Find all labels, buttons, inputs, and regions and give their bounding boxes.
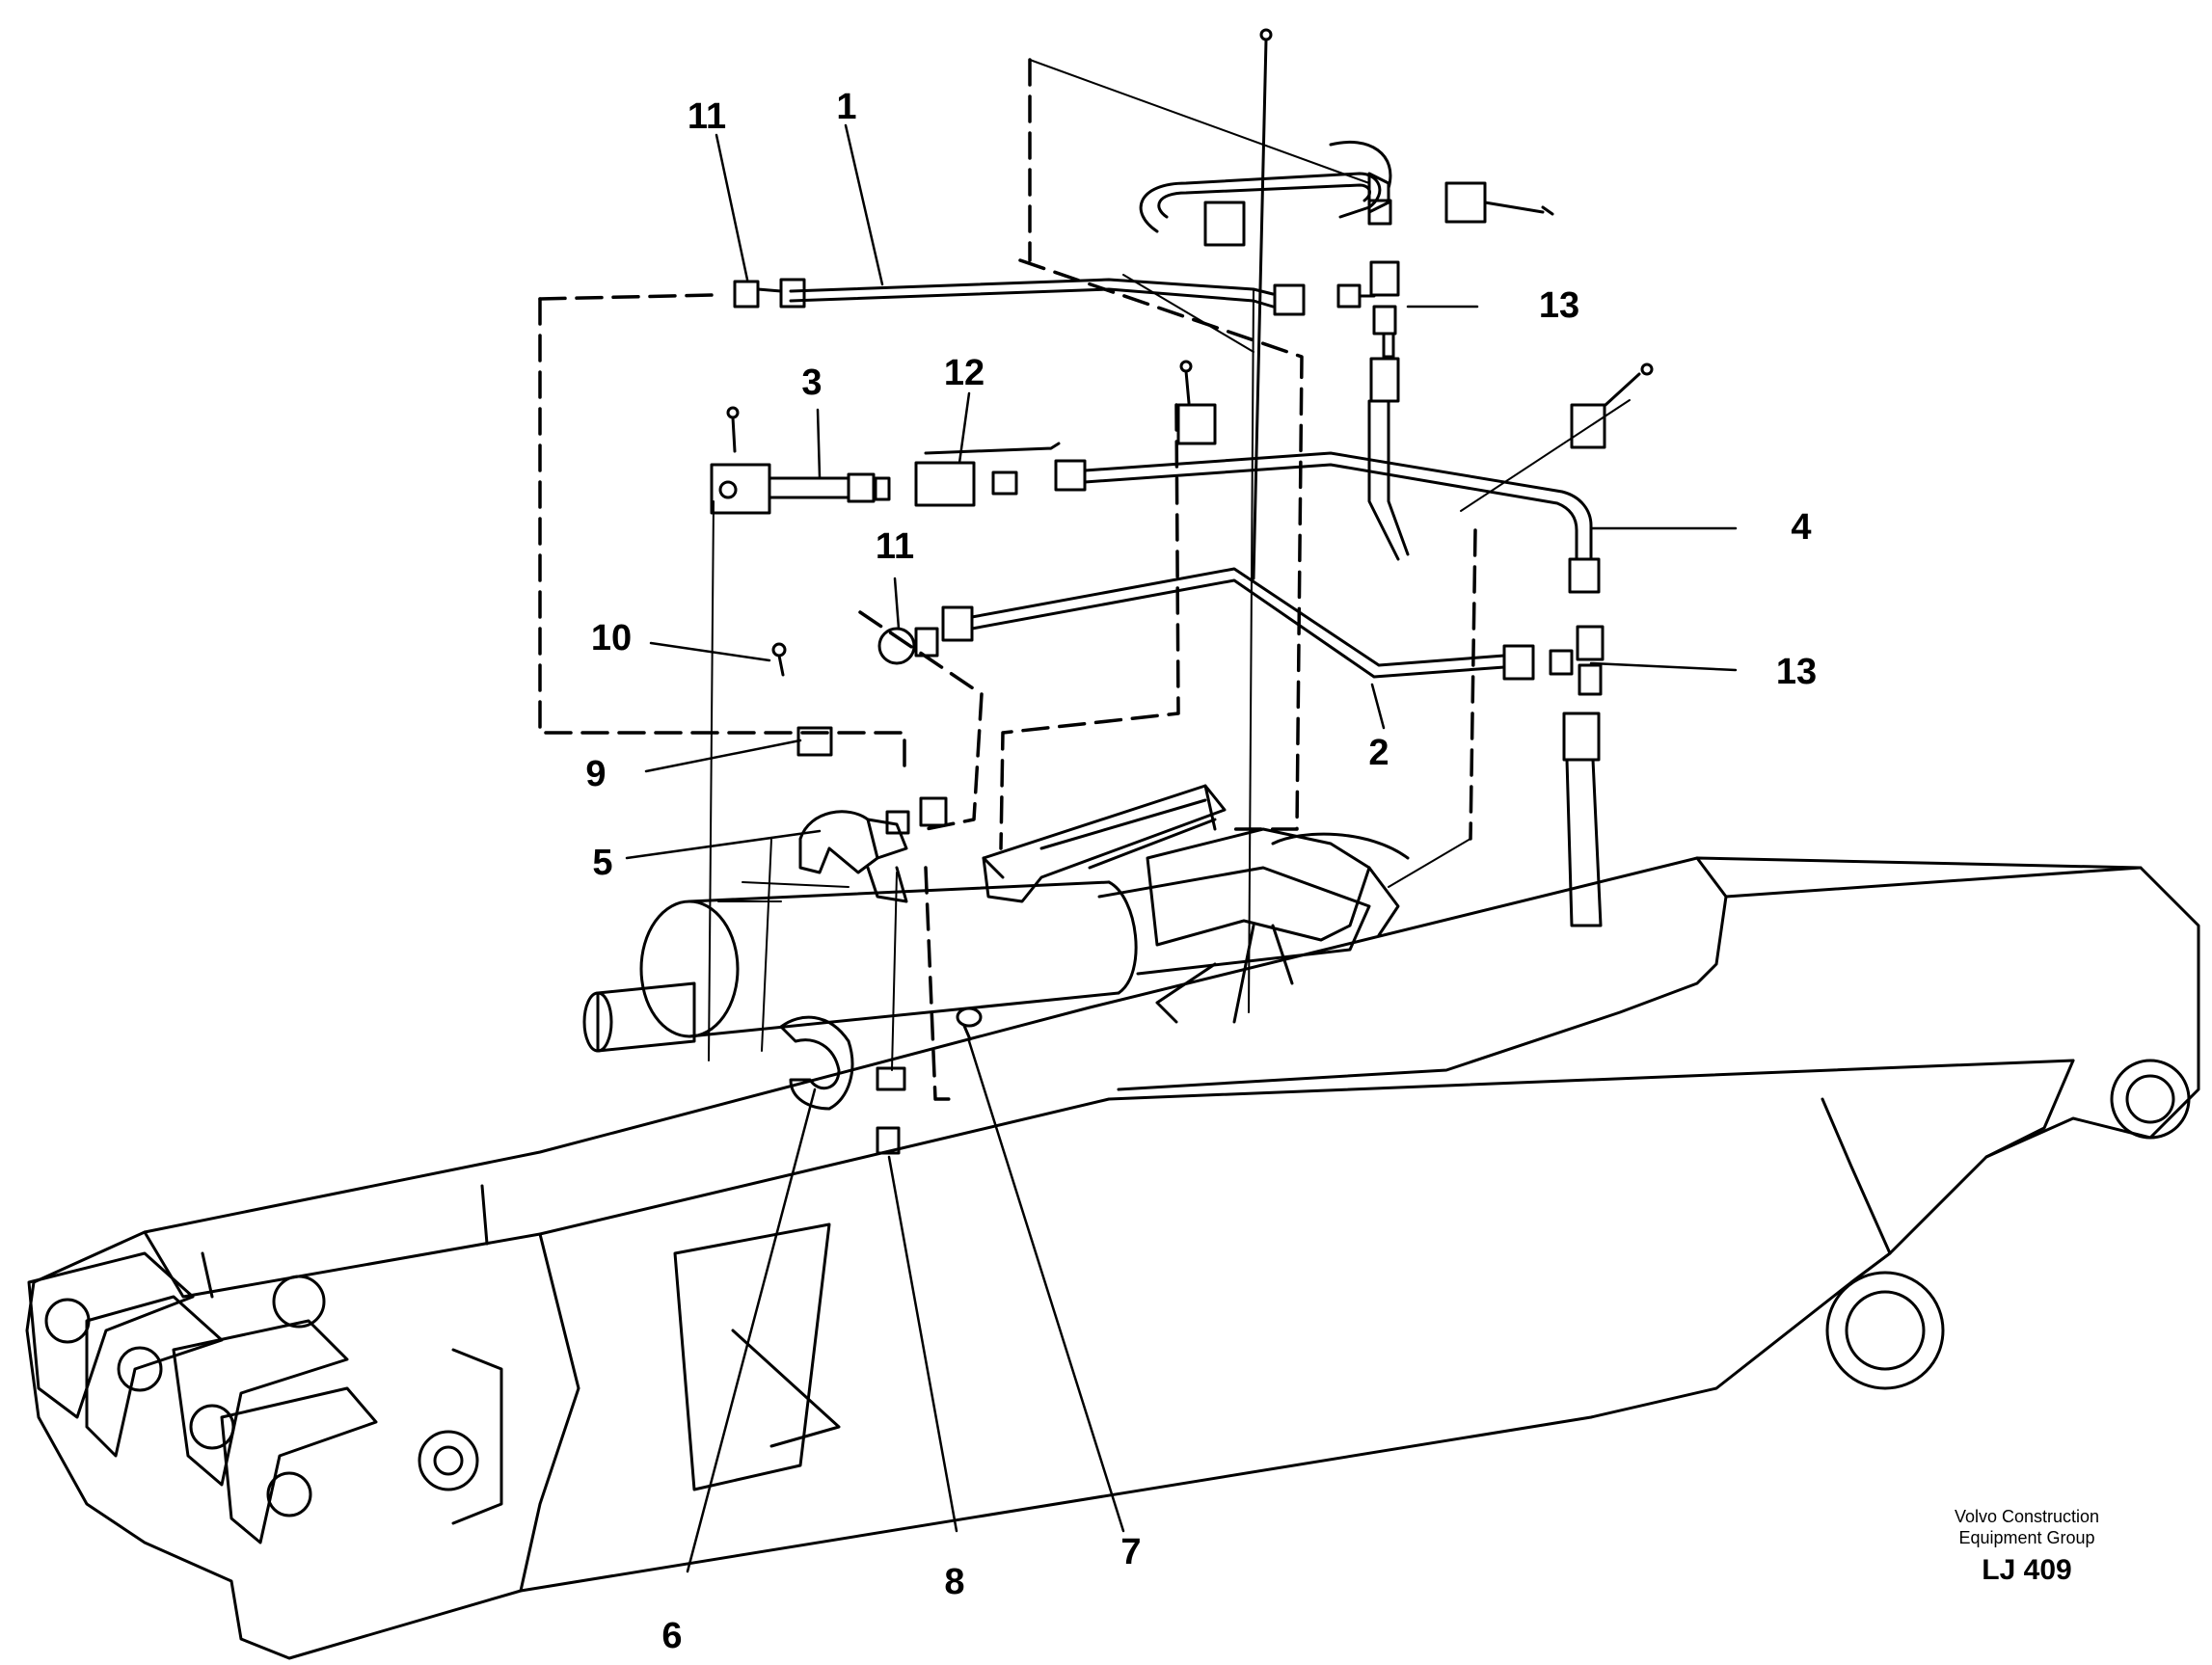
callout-5: 5 [592,843,613,883]
callout-1: 1 [836,87,857,127]
publisher-line-1: Volvo Construction [1954,1507,2100,1526]
callout-13-lower: 13 [1775,652,1818,692]
hydraulic-cylinder [582,866,1371,1053]
pipe-1 [733,278,1306,316]
callout-11-upper: 11 [687,96,727,137]
callout-9: 9 [585,754,607,794]
callout-3: 3 [801,363,823,403]
pipe-3-and-valve-12 [710,363,1654,594]
callout-6: 6 [661,1616,683,1656]
assembly-reference-lines [538,58,1477,1101]
boom-arm [25,856,2200,1660]
callout-4: 4 [1791,507,1812,548]
drawing-code: LJ 409 [1982,1554,2072,1586]
callout-13-upper: 13 [1538,285,1580,326]
callout-8: 8 [944,1562,965,1602]
publisher-line-2: Equipment Group [1958,1528,2095,1547]
callout-11-lower: 11 [875,526,915,567]
clamps-and-fasteners [726,360,1193,1155]
leader-lines [625,123,1738,1573]
callout-2: 2 [1368,733,1389,773]
pipe-2 [877,567,1605,927]
callout-10: 10 [590,618,633,658]
callout-7: 7 [1120,1532,1142,1572]
callout-12: 12 [943,353,985,393]
upper-loop-assembly [1139,28,1554,580]
thin-reference-lines [708,59,1631,1071]
mounting-bracket [982,784,1410,1024]
publisher-name: Volvo Construction Equipment Group [1902,1506,2152,1548]
